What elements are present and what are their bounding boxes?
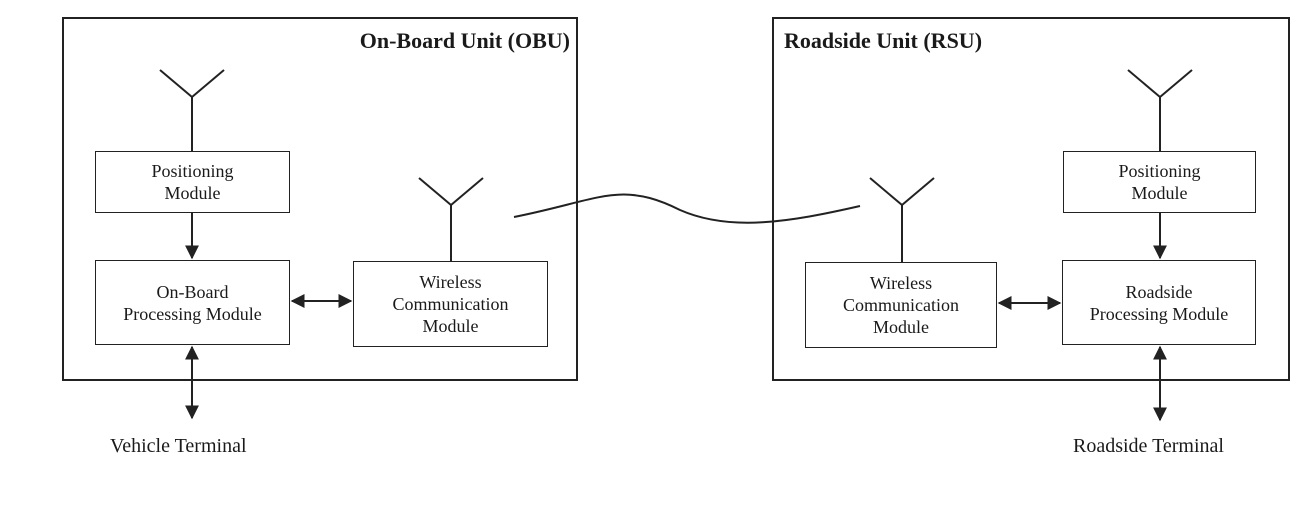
- rsu-wireless-module: Wireless Communication Module: [805, 262, 997, 348]
- obu-positioning-label-line1: Positioning: [151, 161, 234, 181]
- obu-processing-module: On-Board Processing Module: [95, 260, 290, 345]
- obu-processing-label-line1: On-Board: [156, 281, 229, 302]
- rsu-positioning-label-line1: Positioning: [1118, 161, 1201, 181]
- rsu-processing-module: Roadside Processing Module: [1062, 260, 1256, 345]
- obu-wireless-label-line1: Wireless: [419, 272, 482, 292]
- obu-positioning-label-line2: Module: [164, 183, 221, 203]
- rsu-positioning-label-line2: Module: [1131, 183, 1188, 203]
- obu-wireless-module: Wireless Communication Module: [353, 261, 548, 347]
- rsu-positioning-module: Positioning Module: [1063, 151, 1256, 213]
- rsu-wireless-label-line3: Module: [873, 317, 929, 337]
- obu-title: On-Board Unit (OBU): [359, 28, 570, 53]
- obu-wireless-label-line2: Communication: [392, 294, 509, 314]
- obu-processing-label-line2: Processing Module: [123, 303, 262, 324]
- rsu-title: Roadside Unit (RSU): [784, 28, 983, 53]
- rsu-wireless-label-line1: Wireless: [869, 273, 933, 293]
- rsu-wireless-label-line2: Communication: [843, 295, 959, 315]
- vehicle-terminal-label: Vehicle Terminal: [110, 435, 247, 457]
- roadside-terminal-label: Roadside Terminal: [1073, 435, 1224, 457]
- obu-positioning-module: Positioning Module: [95, 151, 290, 213]
- obu-wireless-label-line3: Module: [422, 316, 479, 336]
- rsu-processing-label-line2: Processing Module: [1089, 303, 1229, 324]
- rsu-processing-label-line1: Roadside: [1125, 281, 1193, 302]
